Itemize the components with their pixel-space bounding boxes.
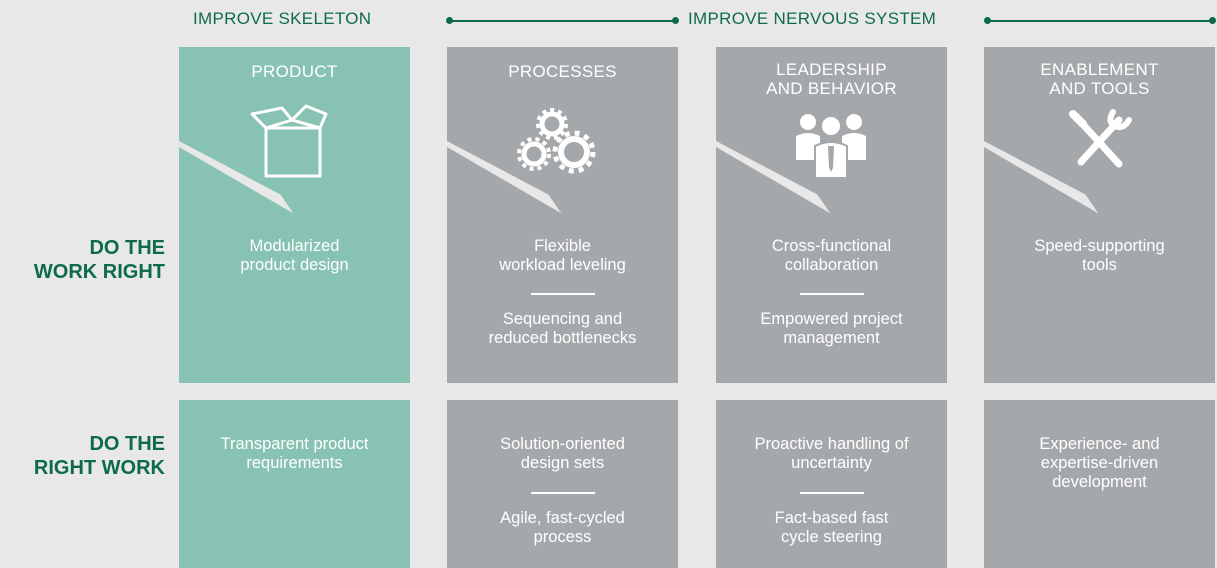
enablement-right-work-panel (984, 400, 1215, 568)
processes-right-work-divider (531, 492, 595, 494)
processes-work-right-item-1: Flexible workload leveling (499, 237, 626, 274)
leadership-right-work-divider (800, 492, 864, 494)
column-title-leadership: LEADERSHIP AND BEHAVIOR (766, 60, 897, 98)
header-improve-skeleton: IMPROVE SKELETON (193, 9, 372, 28)
leadership-work-right-item-1: Cross-functional collaboration (771, 237, 892, 274)
header-line-left (449, 20, 677, 22)
product-right-work-item-1: Transparent product requirements (220, 435, 369, 472)
column-title-enablement: ENABLEMENT AND TOOLS (1040, 60, 1159, 98)
team-icon (781, 102, 881, 182)
leadership-work-right-divider (800, 293, 864, 295)
tools-icon (1049, 102, 1149, 182)
row-label-do-the-work-right: DO THE WORK RIGHT (33, 237, 165, 283)
processes-right-work-item-2: Agile, fast-cycled process (500, 509, 625, 546)
column-title-product: PRODUCT (251, 62, 338, 81)
box-icon (244, 102, 344, 182)
processes-work-right-item-2: Sequencing and reduced bottlenecks (488, 310, 637, 347)
processes-right-work-panel (447, 400, 678, 568)
gears-icon (512, 102, 612, 182)
header-line-end-dot (1209, 17, 1216, 24)
leadership-right-work-item-2: Fact-based fast cycle steering (774, 509, 889, 546)
header-line-mid-dot (984, 17, 991, 24)
header-line-right (988, 20, 1210, 22)
column-title-processes: PROCESSES (508, 62, 617, 81)
product-right-work-panel (179, 400, 410, 568)
enablement-right-work-item-1: Experience- and expertise-driven develop… (1039, 435, 1160, 491)
processes-work-right-divider (531, 293, 595, 295)
header-improve-nervous-system: IMPROVE NERVOUS SYSTEM (688, 9, 937, 28)
row-label-do-the-right-work: DO THE RIGHT WORK (33, 433, 165, 479)
leadership-right-work-panel (716, 400, 947, 568)
leadership-work-right-item-2: Empowered project management (760, 310, 903, 347)
header-line-arrow-dot (672, 17, 679, 24)
processes-right-work-item-1: Solution-oriented design sets (500, 435, 625, 472)
product-work-right-item-1: Modularized product design (240, 237, 349, 274)
leadership-right-work-item-1: Proactive handling of uncertainty (754, 435, 909, 472)
enablement-work-right-item-1: Speed-supporting tools (1034, 237, 1165, 274)
